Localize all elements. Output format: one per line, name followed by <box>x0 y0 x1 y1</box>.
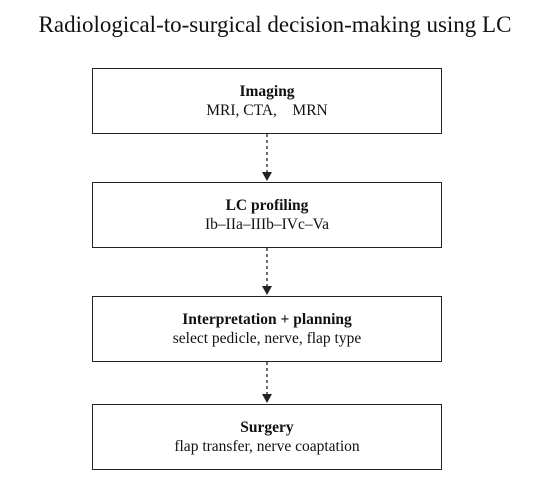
step-title: Interpretation + planning <box>182 311 352 328</box>
step-detail: select pedicle, nerve, flap type <box>172 330 362 347</box>
step-detail: Ib–IIa–IIIb–IVc–Va <box>205 216 329 233</box>
step-box-surgery: Surgery flap transfer, nerve coaptation <box>92 404 442 470</box>
step-title: Surgery <box>240 419 294 436</box>
arrowhead-profiling <box>262 172 272 181</box>
step-detail: flap transfer, nerve coaptation <box>174 438 360 455</box>
step-box-lc-profiling: LC profiling Ib–IIa–IIIb–IVc–Va <box>92 182 442 248</box>
diagram-title: Radiological-to-surgical decision-making… <box>38 12 512 37</box>
step-title: Imaging <box>239 83 295 100</box>
step-detail: MRI, CTA, MRN <box>206 102 328 119</box>
step-box-interpretation-planning: Interpretation + planning select pedicle… <box>92 296 442 362</box>
step-title: LC profiling <box>225 197 309 214</box>
arrowhead-surgery <box>262 394 272 403</box>
arrowhead-planning <box>262 286 272 295</box>
step-box-imaging: Imaging MRI, CTA, MRN <box>92 68 442 134</box>
